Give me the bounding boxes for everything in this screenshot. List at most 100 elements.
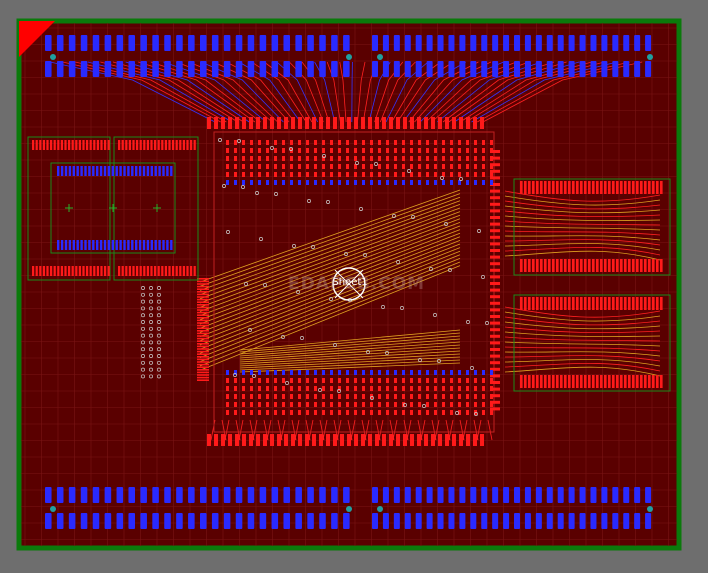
module-pad [104,266,107,276]
bga-ball [234,410,237,415]
bga-pad-right [490,341,500,345]
bga-ball [298,156,301,161]
bga-ball [482,156,485,161]
bga-ball [314,164,317,169]
bga-pad-top [319,117,323,129]
bga-ball [378,172,381,177]
right-connector-pad [640,297,643,310]
bga-pad-top [207,117,211,129]
right-connectors[interactable] [513,178,671,392]
bga-ball [418,386,421,391]
bga-ball [298,378,301,383]
module-pad-blue [103,240,107,250]
connector-pad [645,487,652,503]
right-connector-pad [628,181,631,194]
bga-ball [354,172,357,177]
bga-ball [242,394,245,399]
bus-trace [239,335,461,355]
module-pad [46,140,49,150]
via [149,299,153,304]
connector-pad [259,487,267,503]
bga-ball [274,180,277,185]
connector-pad [104,487,112,503]
module-pad-blue [170,240,173,250]
via [244,282,248,286]
bga-ball [242,148,245,153]
module-pad [121,140,124,150]
top-connector-left[interactable] [45,35,352,77]
bga-pad-top [466,117,470,129]
bga-ball [290,164,293,169]
connector-pad [271,35,279,51]
bga-ball [482,386,485,391]
sheet-marker[interactable] [332,267,366,301]
bottom-connector-right[interactable] [372,487,653,529]
via [259,237,263,241]
right-connector-pad [540,181,543,194]
bga-ball [490,386,493,391]
fanout-trace [351,61,353,123]
connector-pad [295,513,302,529]
bga-ball [402,370,405,375]
right-trace [504,210,661,218]
bga-ball [474,148,477,153]
module-pad [60,266,63,276]
via [470,366,474,370]
right-connector-pad [520,181,523,194]
bga-ball [434,394,437,399]
bga-pad-top [403,117,407,129]
right-connector-pad [640,375,643,388]
bga-ball [338,370,341,375]
bga-pad-bottom [326,434,330,446]
bga-ball [330,402,333,407]
module-pad-blue [68,240,72,250]
bga-pad-top [438,117,442,129]
right-connector-pad [560,375,563,388]
bga-pad-left [197,332,209,335]
bga-ball [474,402,477,407]
bga-ball [346,180,349,185]
module-pad-blue [60,240,64,250]
bga-vias [218,138,493,416]
top-connector-right[interactable] [372,35,653,77]
connector-pad [152,61,159,77]
bottom-connector-left[interactable] [45,487,352,529]
bga-pad-right [490,176,500,180]
connector-pad [557,487,564,503]
bga-pad-right [490,189,500,193]
bga-ball [490,180,493,185]
fanout-trace [431,61,529,123]
via [285,381,289,385]
diagonal-bus-traces [199,189,461,373]
connector-pad [514,513,521,529]
fanout-trace [397,61,454,123]
bga-ball [434,386,437,391]
bga-pad-bottom [347,434,351,446]
bga-ball [394,386,397,391]
bga-pad-top [270,117,274,129]
bga-ball [274,172,277,177]
via [157,333,161,338]
bga-pad-left [197,350,209,353]
right-connector-pad [528,259,531,272]
module-pad-blue [76,166,79,176]
connector-pad [152,35,159,51]
bga-ball [322,370,325,375]
bga-ball [330,410,333,415]
connector-pad [283,61,291,77]
bga-ball [450,378,453,383]
bga-ball [410,410,413,415]
module-pad [146,266,149,276]
bga-ball [378,370,381,375]
module-pad-blue [107,166,111,176]
bga-ball [314,172,317,177]
bga-ball [450,148,453,153]
right-trace [504,362,661,372]
bga-ball [242,386,245,391]
module-pad-blue [96,240,99,250]
via [440,176,444,180]
connector-pad [200,513,207,529]
module-pad [139,140,142,150]
